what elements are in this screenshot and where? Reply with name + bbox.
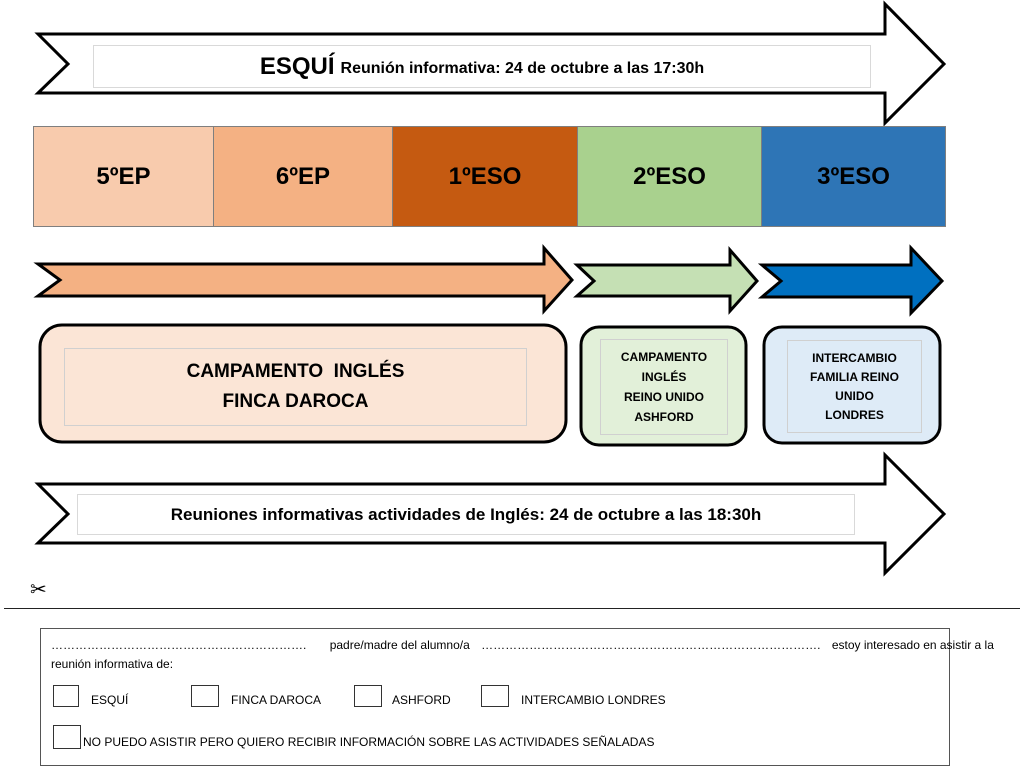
student-name-blank[interactable]: …………………………………………………………………………. [481, 638, 821, 652]
option-finca-daroca[interactable]: FINCA DAROCA [191, 685, 321, 707]
ski-title: ESQUÍ [259, 52, 335, 80]
activity-line: FAMILIA REINO [810, 369, 899, 384]
activity-ashford-text: CAMPAMENTO INGLÉS REINO UNIDO ASHFORD [600, 339, 728, 435]
option-label: ASHFORD [392, 693, 451, 707]
interested-label: estoy interesado en asistir a la [831, 638, 994, 652]
activity-line: INGLÉS [641, 370, 687, 384]
activity-finca-daroca-text: CAMPAMENTO INGLÉS FINCA DAROCA [64, 348, 527, 426]
activity-line: ASHFORD [634, 410, 694, 424]
option-esqui[interactable]: ESQUÍ [53, 685, 128, 707]
grade-6ep: 6ºEP [213, 126, 393, 227]
checkbox[interactable] [354, 685, 382, 707]
activity-line: CAMPAMENTO INGLÉS [186, 361, 405, 382]
option-ashford[interactable]: ASHFORD [354, 685, 451, 707]
activity-line: LONDRES [825, 407, 884, 422]
checkbox[interactable] [481, 685, 509, 707]
grade-1eso: 1ºESO [392, 126, 578, 227]
option-label: FINCA DAROCA [231, 693, 322, 707]
checkbox[interactable] [53, 725, 81, 749]
form-line-1: ………………………………………………………. padre/madre del a… [51, 638, 994, 652]
ski-meeting-text: Reunión informativa: 24 de octubre a las… [340, 59, 705, 77]
grade-label: 3ºESO [817, 162, 890, 190]
parent-name-blank[interactable]: ………………………………………………………. [51, 638, 307, 652]
grade-label: 2ºESO [633, 162, 706, 190]
grade-label: 1ºESO [448, 162, 522, 190]
checkbox[interactable] [53, 685, 79, 707]
arrow-primary-orange [33, 244, 575, 315]
cut-line [4, 608, 1020, 609]
arrow-tertiary-blue [757, 244, 945, 317]
english-banner: Reuniones informativas actividades de In… [77, 494, 855, 535]
option-label: INTERCAMBIO LONDRES [521, 693, 666, 707]
activity-line: CAMPAMENTO [620, 350, 708, 364]
parent-label: padre/madre del alumno/a [329, 638, 470, 652]
option-label: NO PUEDO ASISTIR PERO QUIERO RECIBIR INF… [83, 735, 655, 749]
english-meeting-text: Reuniones informativas actividades de In… [170, 504, 762, 524]
form-line-2: reunión informativa de: [51, 657, 174, 671]
grade-2eso: 2ºESO [577, 126, 762, 227]
grade-label: 6ºEP [275, 162, 331, 190]
grade-3eso: 3ºESO [761, 126, 946, 227]
grade-label: 5ºEP [96, 162, 151, 190]
activity-line: UNIDO [835, 388, 874, 403]
reply-form: ………………………………………………………. padre/madre del a… [40, 628, 994, 766]
activity-line: INTERCAMBIO [812, 350, 897, 365]
activity-exchange-text: INTERCAMBIO FAMILIA REINO UNIDO LONDRES [787, 340, 922, 433]
option-intercambio-londres[interactable]: INTERCAMBIO LONDRES [481, 685, 666, 707]
scissors-icon: ✂ [30, 579, 47, 601]
option-label: ESQUÍ [91, 693, 129, 707]
grade-5ep: 5ºEP [33, 126, 214, 227]
checkbox[interactable] [191, 685, 219, 707]
arrow-secondary-green [573, 245, 760, 315]
ski-banner: ESQUÍ Reunión informativa: 24 de octubre… [93, 45, 871, 88]
activity-line: REINO UNIDO [623, 390, 704, 404]
activity-line: FINCA DAROCA [222, 391, 369, 412]
option-no-attend[interactable]: NO PUEDO ASISTIR PERO QUIERO RECIBIR INF… [53, 725, 654, 749]
